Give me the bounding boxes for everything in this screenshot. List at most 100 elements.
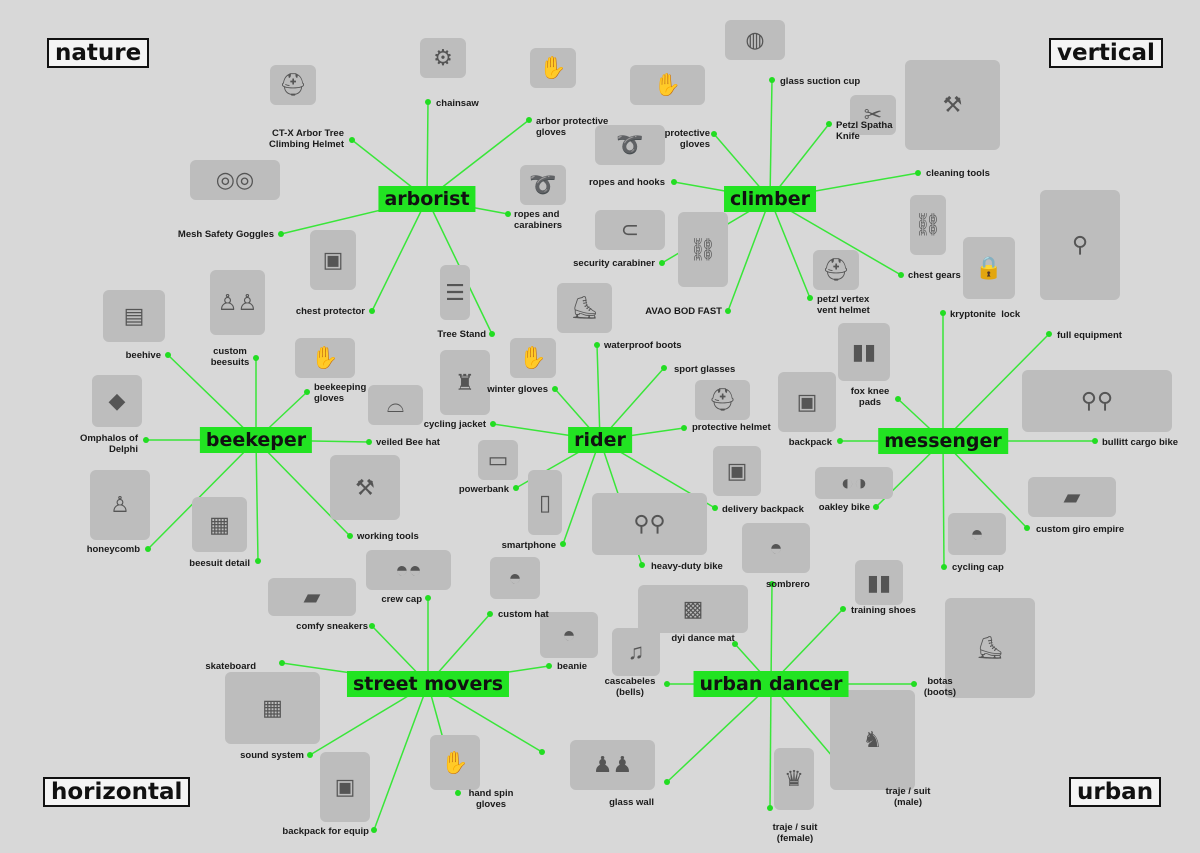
shoe-icon: ▮▮ bbox=[838, 323, 890, 381]
label-cleaning-tools: cleaning tools bbox=[926, 168, 990, 179]
connector-line bbox=[727, 198, 771, 312]
connector-dot bbox=[873, 504, 879, 510]
gloves-icon: ✋ bbox=[530, 48, 576, 88]
connector-line bbox=[373, 683, 429, 831]
label-ct-x-arbor-helmet: CT-X Arbor Tree Climbing Helmet bbox=[269, 128, 344, 150]
label-petzl-spatha-knife: Petzl Spatha Knife bbox=[836, 120, 893, 142]
label-sombrero: sombrero bbox=[766, 579, 810, 590]
label-protective-helmet: protective helmet bbox=[692, 422, 771, 433]
connector-dot bbox=[279, 660, 285, 666]
label-omphalos-of-delphi: Omphalos of Delphi bbox=[79, 433, 138, 455]
label-security-carabiner: security carabiner bbox=[573, 258, 655, 269]
connector-dot bbox=[253, 355, 259, 361]
connector-dot bbox=[349, 137, 355, 143]
connector-dot bbox=[165, 352, 171, 358]
label-glass-suction-cup: glass suction cup bbox=[780, 76, 861, 87]
label-arb-ropes-carabiners: ropes and carabiners bbox=[514, 209, 563, 231]
label-bullitt-cargo-bike: bullitt cargo bike bbox=[1102, 437, 1179, 448]
label-oakley-bike: oakley bike bbox=[818, 502, 870, 513]
dancer-icon: ♟♟ bbox=[570, 740, 655, 790]
hub-rider: rider bbox=[568, 427, 632, 453]
helmet-icon: ⛑ bbox=[813, 250, 859, 290]
shoe-icon: ▮▮ bbox=[855, 560, 903, 605]
label-ropes-and-hooks: ropes and hooks bbox=[588, 177, 665, 188]
label-comfy-sneakers: comfy sneakers bbox=[296, 621, 368, 632]
cap-icon: ◓ bbox=[948, 513, 1006, 555]
connector-dot bbox=[307, 752, 313, 758]
connector-dot bbox=[369, 308, 375, 314]
suit-icon: ♙ bbox=[90, 470, 150, 540]
label-avao-bod-fast: AVAO BOD FAST bbox=[645, 306, 722, 317]
label-glass-wall: glass wall bbox=[609, 797, 654, 808]
label-honeycomb: honeycomb bbox=[86, 544, 140, 555]
tools-icon: ⚒ bbox=[905, 60, 1000, 150]
label-working-tools: working tools bbox=[357, 531, 419, 542]
label-cycling-cap: cycling cap bbox=[952, 562, 1004, 573]
connector-dot bbox=[732, 641, 738, 647]
label-cascabeles-bells: cascabeles (bells) bbox=[604, 676, 656, 698]
bike-icon: ⚲⚲ bbox=[592, 493, 707, 555]
connector-line bbox=[167, 354, 257, 441]
connector-dot bbox=[940, 310, 946, 316]
vest-icon: ▣ bbox=[310, 230, 356, 290]
connector-dot bbox=[911, 681, 917, 687]
corner-nature: nature bbox=[47, 38, 150, 68]
bell-icon: ♫ bbox=[612, 628, 660, 676]
backpack-icon: ▣ bbox=[320, 752, 370, 822]
beehive-icon: ◆ bbox=[92, 375, 142, 427]
dancer-icon: ♞ bbox=[830, 690, 915, 790]
corner-urban: urban bbox=[1069, 777, 1162, 807]
label-heavy-duty-bike: heavy-duty bike bbox=[651, 561, 723, 572]
connector-dot bbox=[767, 805, 773, 811]
hat-icon: ◓ bbox=[742, 523, 810, 573]
lock-icon: 🔒 bbox=[963, 237, 1015, 299]
speaker-icon: ▦ bbox=[225, 672, 320, 744]
shoe-icon: ▰ bbox=[268, 578, 356, 616]
label-climber-protective-gloves: protective gloves bbox=[664, 128, 710, 150]
label-hand-spin-gloves: hand spin gloves bbox=[468, 788, 514, 810]
connector-dot bbox=[712, 505, 718, 511]
rope-icon: ➰ bbox=[520, 165, 566, 205]
connector-dot bbox=[546, 663, 552, 669]
connector-line bbox=[942, 440, 945, 568]
connector-dot bbox=[594, 342, 600, 348]
connector-line bbox=[769, 198, 811, 299]
helmet-icon: ⛑ bbox=[695, 380, 750, 420]
harness-icon: ⛓ bbox=[678, 212, 728, 287]
label-delivery-backpack: delivery backpack bbox=[722, 504, 804, 515]
connector-dot bbox=[539, 749, 545, 755]
connector-dot bbox=[1024, 525, 1030, 531]
connector-dot bbox=[941, 564, 947, 570]
label-tree-stand: Tree Stand bbox=[437, 329, 486, 340]
connector-dot bbox=[347, 533, 353, 539]
connector-dot bbox=[278, 231, 284, 237]
connector-line bbox=[770, 583, 773, 685]
connector-dot bbox=[366, 439, 372, 445]
connector-dot bbox=[664, 779, 670, 785]
carabiner-icon: ⊂ bbox=[595, 210, 665, 250]
label-petzl-vertex-helmet: petzl vertex vent helmet bbox=[817, 294, 870, 316]
label-cycling-jacket: cycling jacket bbox=[423, 419, 486, 430]
connector-dot bbox=[255, 558, 261, 564]
mat-icon: ▩ bbox=[638, 585, 748, 633]
connector-dot bbox=[895, 396, 901, 402]
connector-dot bbox=[711, 131, 717, 137]
hat-icon: ⌓ bbox=[368, 385, 423, 425]
connector-dot bbox=[490, 421, 496, 427]
hat-icon: ◓ bbox=[490, 557, 540, 599]
connector-line bbox=[666, 683, 772, 783]
label-traje-suit-male: traje / suit (male) bbox=[885, 786, 931, 808]
connector-line bbox=[255, 439, 351, 537]
connector-dot bbox=[487, 611, 493, 617]
connector-dot bbox=[915, 170, 921, 176]
dancer-icon: ♛ bbox=[774, 748, 814, 810]
gloves-icon: ✋ bbox=[510, 338, 556, 378]
label-sport-glasses: sport glasses bbox=[674, 364, 736, 375]
label-full-equipment: full equipment bbox=[1057, 330, 1122, 341]
label-crew-cap: crew cap bbox=[381, 594, 422, 605]
label-botas-boots: botas (boots) bbox=[923, 676, 957, 698]
shoe-icon: ▰ bbox=[1028, 477, 1116, 517]
bike-icon: ⚲ bbox=[1040, 190, 1120, 300]
label-arbor-protective-gloves: arbor protective gloves bbox=[536, 116, 609, 138]
rope-icon: ➰ bbox=[595, 125, 665, 165]
